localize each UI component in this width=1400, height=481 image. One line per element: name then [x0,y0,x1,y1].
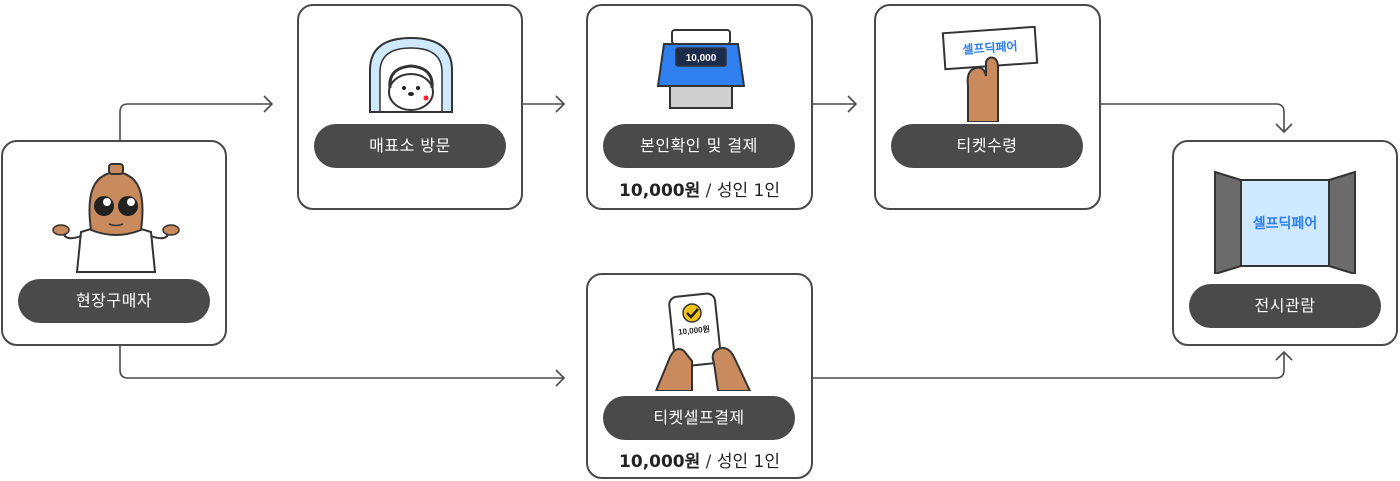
node-buyer: 현장구매자 [1,140,227,346]
connector-buyer-to-office [119,103,272,140]
buyer-label: 현장구매자 [18,279,210,323]
receive-ticket-label: 티켓수령 [891,124,1083,168]
node-receive-ticket: 셀프딕페어 티켓수령 [874,4,1101,210]
self-pay-price-sep: / [700,452,717,472]
verify-pay-price-sep: / [700,181,717,201]
node-exhibit: 셀프딕페어 전시관람 [1172,140,1398,346]
self-pay-price-note: 성인 1인 [716,452,780,472]
ticket-booth-icon [369,36,453,113]
self-pay-price-amount: 10,000원 [619,452,701,472]
phone-payment-icon: 10,000원 [654,292,752,391]
connector-selfpay-to-exhibit [812,352,1285,379]
node-verify-pay: 10,000 본인확인 및 결제 10,000원 / 성인 1인 [586,4,813,210]
buyer-character-icon [52,163,180,273]
self-pay-price: 10,000원 / 성인 1인 [588,447,811,472]
connector-receive-to-exhibit [1100,103,1285,132]
verify-pay-price-note: 성인 1인 [716,181,780,201]
node-self-pay: 10,000원 티켓셀프결제 10,000원 / 성인 1인 [586,273,813,479]
self-pay-label: 티켓셀프결제 [603,396,795,440]
arrowhead-exhibit-bottom [1275,350,1293,361]
node-ticket-office: 매표소 방문 [297,4,523,210]
exhibit-poster-title: 셀프딕페어 [1253,215,1317,231]
arrowhead-verify [555,95,566,113]
verify-pay-price: 10,000원 / 성인 1인 [588,176,811,201]
arrowhead-office [263,95,274,113]
arrowhead-receive [847,95,858,113]
ticket-poster-title: 셀프딕페어 [962,38,1018,57]
arrowhead-selfpay [555,369,566,387]
ticket-office-label: 매표소 방문 [314,124,506,168]
phone-amount-text: 10,000원 [678,323,711,336]
cash-register-icon: 10,000 [656,29,746,109]
connector-buyer-to-selfpay [119,346,564,379]
register-display-text: 10,000 [686,53,717,64]
ticket-in-hand-icon: 셀프딕페어 [941,26,1039,122]
exhibit-label: 전시관람 [1189,284,1381,328]
verify-pay-label: 본인확인 및 결제 [603,124,795,168]
arrowhead-exhibit-top [1275,123,1293,134]
verify-pay-price-amount: 10,000원 [619,181,701,201]
exhibition-gate-icon: 셀프딕페어 [1214,170,1356,274]
